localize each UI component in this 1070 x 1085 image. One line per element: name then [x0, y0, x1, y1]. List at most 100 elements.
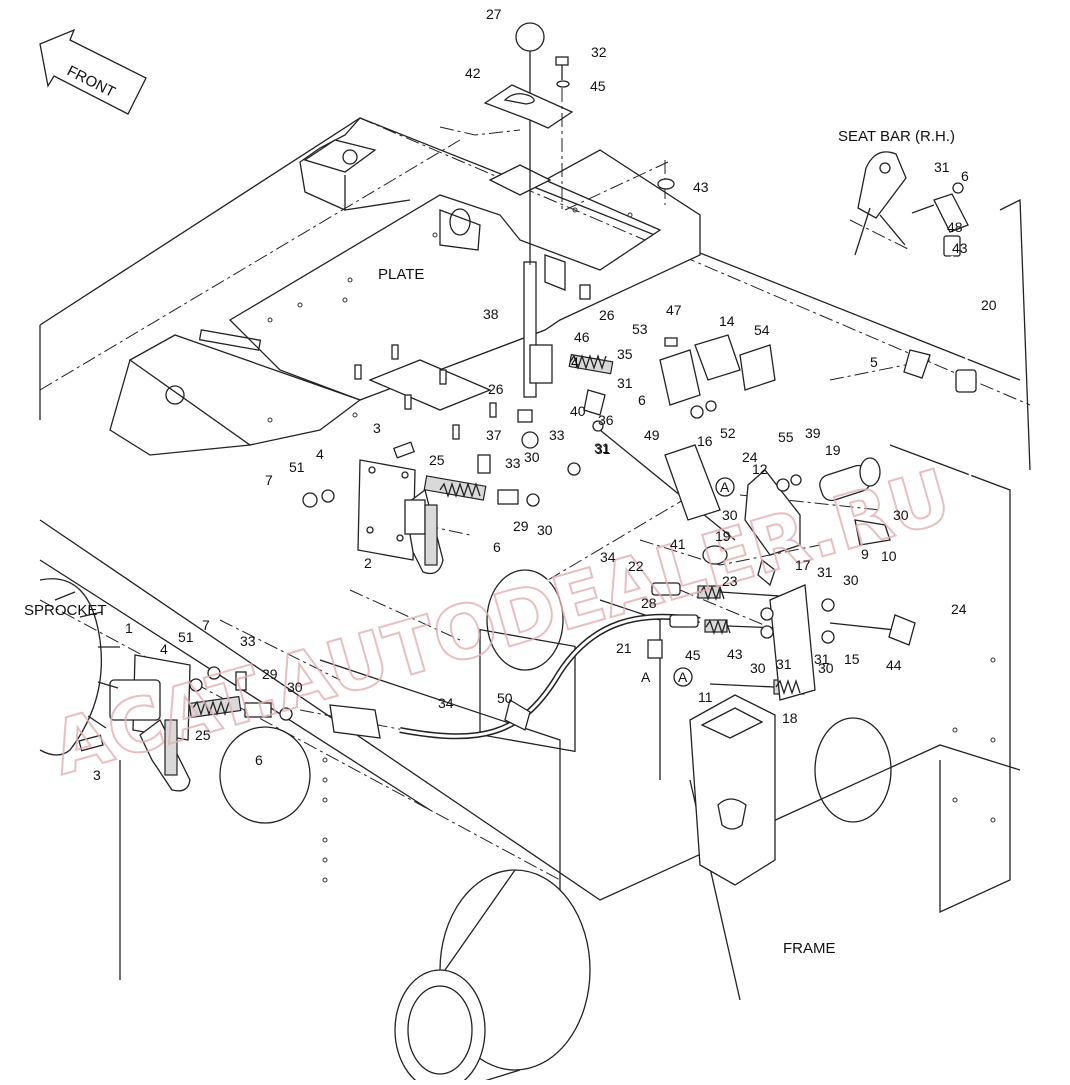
callout-1: 1	[125, 620, 133, 636]
callout-19: 19	[825, 442, 841, 458]
callout-2: 2	[364, 555, 372, 571]
callout-9: 9	[861, 546, 869, 562]
front-arrow-icon: FRONT	[39, 28, 147, 115]
callout-25: 25	[195, 727, 211, 743]
callout-a: A	[0, 0, 10, 3]
frame-outline	[39, 117, 1031, 1001]
right-mechanism	[504, 178, 931, 731]
region-label-sprocket: SPROCKET	[24, 602, 107, 619]
region-label-plate: PLATE	[378, 266, 424, 283]
callout-50: 50	[497, 690, 513, 706]
callout-37: 37	[486, 427, 502, 443]
callout-24: 24	[742, 449, 758, 465]
callout-11: 11	[698, 689, 713, 705]
callout-29: 29	[262, 666, 278, 682]
callout-21: 21	[616, 640, 632, 656]
callout-7: 7	[265, 472, 273, 488]
callout-7: 7	[202, 617, 210, 633]
callout-55: 55	[778, 429, 794, 445]
callout-35: 35	[617, 346, 633, 362]
callout-6: 6	[255, 752, 263, 768]
callout-4: 4	[160, 641, 168, 657]
callout-30: 30	[524, 449, 540, 465]
callout-41: 41	[670, 536, 686, 552]
callout-30: 30	[893, 507, 909, 523]
callout-33: 33	[505, 455, 521, 471]
callout-32: 32	[591, 44, 607, 60]
reference-mark-a: A	[715, 477, 735, 497]
callout-6: 6	[961, 168, 969, 184]
sprocket	[39, 578, 120, 756]
callout-6: 6	[638, 392, 646, 408]
callout-43: 43	[952, 240, 968, 256]
center-pillar	[689, 694, 776, 886]
region-label-frame: FRAME	[783, 940, 836, 957]
callout-33: 33	[549, 427, 565, 443]
cable-20	[849, 255, 977, 642]
callout-5: 5	[870, 354, 878, 370]
callout-18: 18	[782, 710, 798, 726]
callout-49: 49	[644, 427, 660, 443]
callout-17: 17	[795, 557, 811, 573]
callout-30: 30	[843, 572, 859, 588]
callout-39: 39	[805, 425, 821, 441]
final-drive-hub	[394, 869, 591, 1085]
callout-53: 53	[632, 321, 648, 337]
callout-24: 24	[951, 601, 967, 617]
callout-54: 54	[754, 322, 770, 338]
callout-30: 30	[287, 679, 303, 695]
callout-4: 4	[571, 354, 579, 370]
callout-48: 48	[947, 219, 963, 235]
callout-31: 31	[776, 656, 792, 672]
callout-14: 14	[719, 313, 735, 329]
callout-20: 20	[981, 297, 997, 313]
reference-mark-a: A	[673, 667, 693, 687]
callout-36: 36	[598, 412, 614, 428]
callout-42: 42	[465, 65, 481, 81]
callout-44: 44	[886, 657, 902, 673]
callout-51: 51	[178, 629, 194, 645]
callout-34: 34	[600, 549, 616, 565]
callout-38: 38	[483, 306, 499, 322]
callout-3: 3	[93, 767, 101, 783]
callout-40: 40	[570, 403, 586, 419]
callout-31: 31	[617, 375, 633, 391]
callout-47: 47	[666, 302, 682, 318]
callout-31: 31	[595, 441, 611, 457]
region-labels: PLATE SEAT BAR (R.H.) SPROCKET FRAME	[24, 128, 955, 957]
callout-30: 30	[818, 660, 834, 676]
callout-22: 22	[628, 558, 644, 574]
callout-34: 34	[438, 695, 454, 711]
shift-lever	[483, 22, 574, 449]
callout-43: 43	[693, 179, 709, 195]
callout-31: 31	[817, 564, 833, 580]
callout-46: 46	[574, 329, 590, 345]
callout-26: 26	[488, 381, 504, 397]
callout-31: 31	[814, 651, 830, 667]
callout-a: A	[641, 669, 651, 685]
callout-30: 30	[537, 522, 553, 538]
callout-15: 15	[844, 651, 860, 667]
callout-30: 30	[722, 507, 738, 523]
callout-45: 45	[685, 647, 701, 663]
callout-27: 27	[486, 6, 502, 22]
callout-3: 3	[373, 420, 381, 436]
pedal-assembly-lower	[78, 654, 381, 792]
pedal-assembly-upper	[302, 441, 540, 575]
region-label-seat-bar: SEAT BAR (R.H.)	[838, 128, 955, 145]
cable-21-34	[188, 353, 916, 740]
callout-19: 19	[715, 528, 731, 544]
callout-51: 51	[289, 459, 305, 475]
callout-25: 25	[429, 452, 445, 468]
callout-52: 52	[720, 425, 736, 441]
callout-45: 45	[590, 78, 606, 94]
callout-6: 6	[493, 539, 501, 555]
callout-26: 26	[599, 307, 615, 323]
callout-31: 31	[594, 440, 610, 456]
callout-23: 23	[722, 573, 738, 589]
springs	[192, 353, 801, 717]
callout-28: 28	[641, 595, 657, 611]
callout-4: 4	[316, 446, 324, 462]
